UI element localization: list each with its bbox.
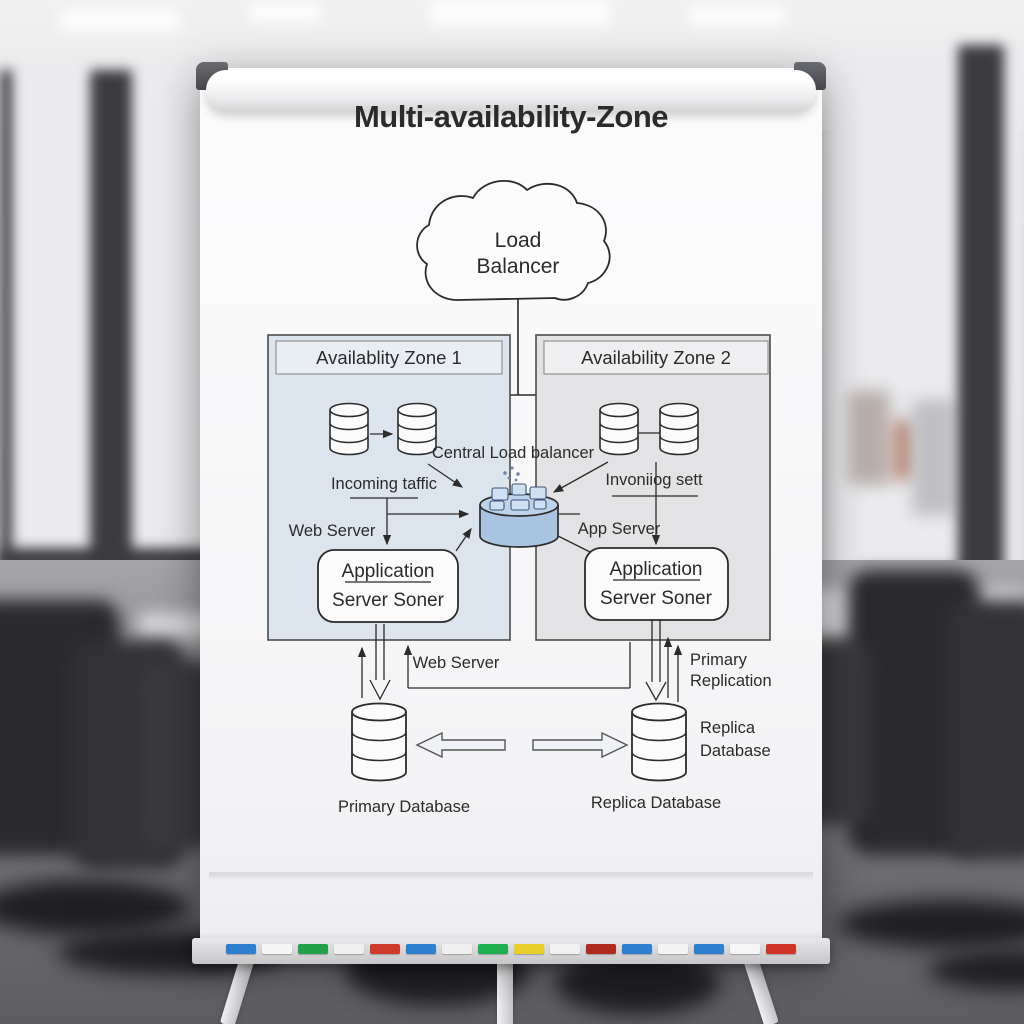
- zone2-app-server-box: Application Server Soner: [584, 547, 729, 621]
- replication-label-1: Primary: [690, 651, 748, 669]
- availability-zone-1: Availablity Zone 1: [267, 334, 511, 641]
- architecture-diagram: Multi-availability-Zone Load Balancer Av…: [267, 99, 772, 816]
- app-box-title: Application: [342, 561, 435, 582]
- marker: [406, 944, 436, 954]
- replica-db-label: Replica Database: [591, 794, 721, 812]
- app-box-subtitle: Server Soner: [600, 588, 713, 609]
- paper-bottom-edge: [209, 872, 813, 880]
- marker: [334, 944, 364, 954]
- replica-side-label-2: Database: [700, 742, 771, 760]
- easel-leg-center: [497, 960, 513, 1024]
- marker: [766, 944, 796, 954]
- window-frame: [958, 45, 1004, 645]
- hub-connectors: [427, 461, 609, 553]
- zone2-db-arrows: Primary Replication: [645, 620, 772, 702]
- app-server-label: App Server: [578, 520, 661, 538]
- replica-side-label-1: Replica: [700, 719, 756, 737]
- marker: [298, 944, 328, 954]
- chair-base: [838, 900, 1024, 948]
- replication-arrows: [415, 731, 629, 759]
- web-server-label: Web Server: [289, 522, 376, 540]
- primary-db-label: Primary Database: [338, 798, 470, 816]
- replica-database-icon: [631, 702, 687, 782]
- web-server-link: Web Server: [403, 642, 631, 689]
- load-balancer-hub-icon: [479, 466, 559, 548]
- app-box-subtitle: Server Soner: [332, 590, 445, 611]
- web-server-link-label: Web Server: [413, 654, 500, 672]
- zone1-databases: [329, 402, 437, 456]
- ceiling-light: [60, 10, 180, 32]
- ceiling-light: [430, 0, 610, 26]
- zone2-incoming: Invoniiog sett: [605, 462, 703, 546]
- database-cylinder-icon: [397, 402, 437, 456]
- zone1-incoming: Incoming taffic: [331, 475, 470, 546]
- marker: [514, 944, 544, 954]
- marker-tray: [192, 938, 830, 964]
- city-silhouette: [912, 400, 956, 515]
- central-lb-label: Central Load balancer: [432, 444, 595, 462]
- incoming-traffic-label: Incoming taffic: [331, 475, 437, 493]
- primary-database-icon: [351, 702, 407, 782]
- marker: [694, 944, 724, 954]
- cloud-label-1: Load: [495, 229, 542, 252]
- marker: [730, 944, 760, 954]
- zone2-databases: [599, 402, 699, 456]
- database-cylinder-icon: [659, 402, 699, 456]
- replication-label-2: Replication: [690, 672, 772, 690]
- database-cylinder-icon: [329, 402, 369, 456]
- marker: [370, 944, 400, 954]
- marker: [442, 944, 472, 954]
- zone2-header: Availability Zone 2: [581, 347, 731, 368]
- marker-strip: [226, 944, 796, 955]
- city-silhouette: [848, 390, 890, 485]
- marker: [226, 944, 256, 954]
- marker: [622, 944, 652, 954]
- marker: [586, 944, 616, 954]
- ceiling-light: [690, 6, 785, 26]
- diagram-title: Multi-availability-Zone: [354, 99, 668, 134]
- zone1-header: Availablity Zone 1: [316, 347, 462, 368]
- flipchart-paper-roll: [206, 70, 816, 110]
- window-frame: [90, 70, 132, 570]
- marker: [550, 944, 580, 954]
- zone1-db-arrows: [357, 624, 391, 701]
- chair-base: [0, 880, 190, 935]
- office-chair: [948, 600, 1024, 860]
- marker: [262, 944, 292, 954]
- ceiling-light: [250, 4, 320, 22]
- invoniiog-label: Invoniiog sett: [605, 471, 703, 489]
- window-frame: [0, 70, 12, 590]
- app-box-title: Application: [610, 559, 703, 580]
- cloud-icon: Load Balancer: [416, 180, 611, 301]
- zone1-app-server-box: Application Server Soner: [317, 549, 459, 623]
- marker: [478, 944, 508, 954]
- cloud-label-2: Balancer: [477, 255, 560, 278]
- marker: [658, 944, 688, 954]
- database-cylinder-icon: [599, 402, 639, 456]
